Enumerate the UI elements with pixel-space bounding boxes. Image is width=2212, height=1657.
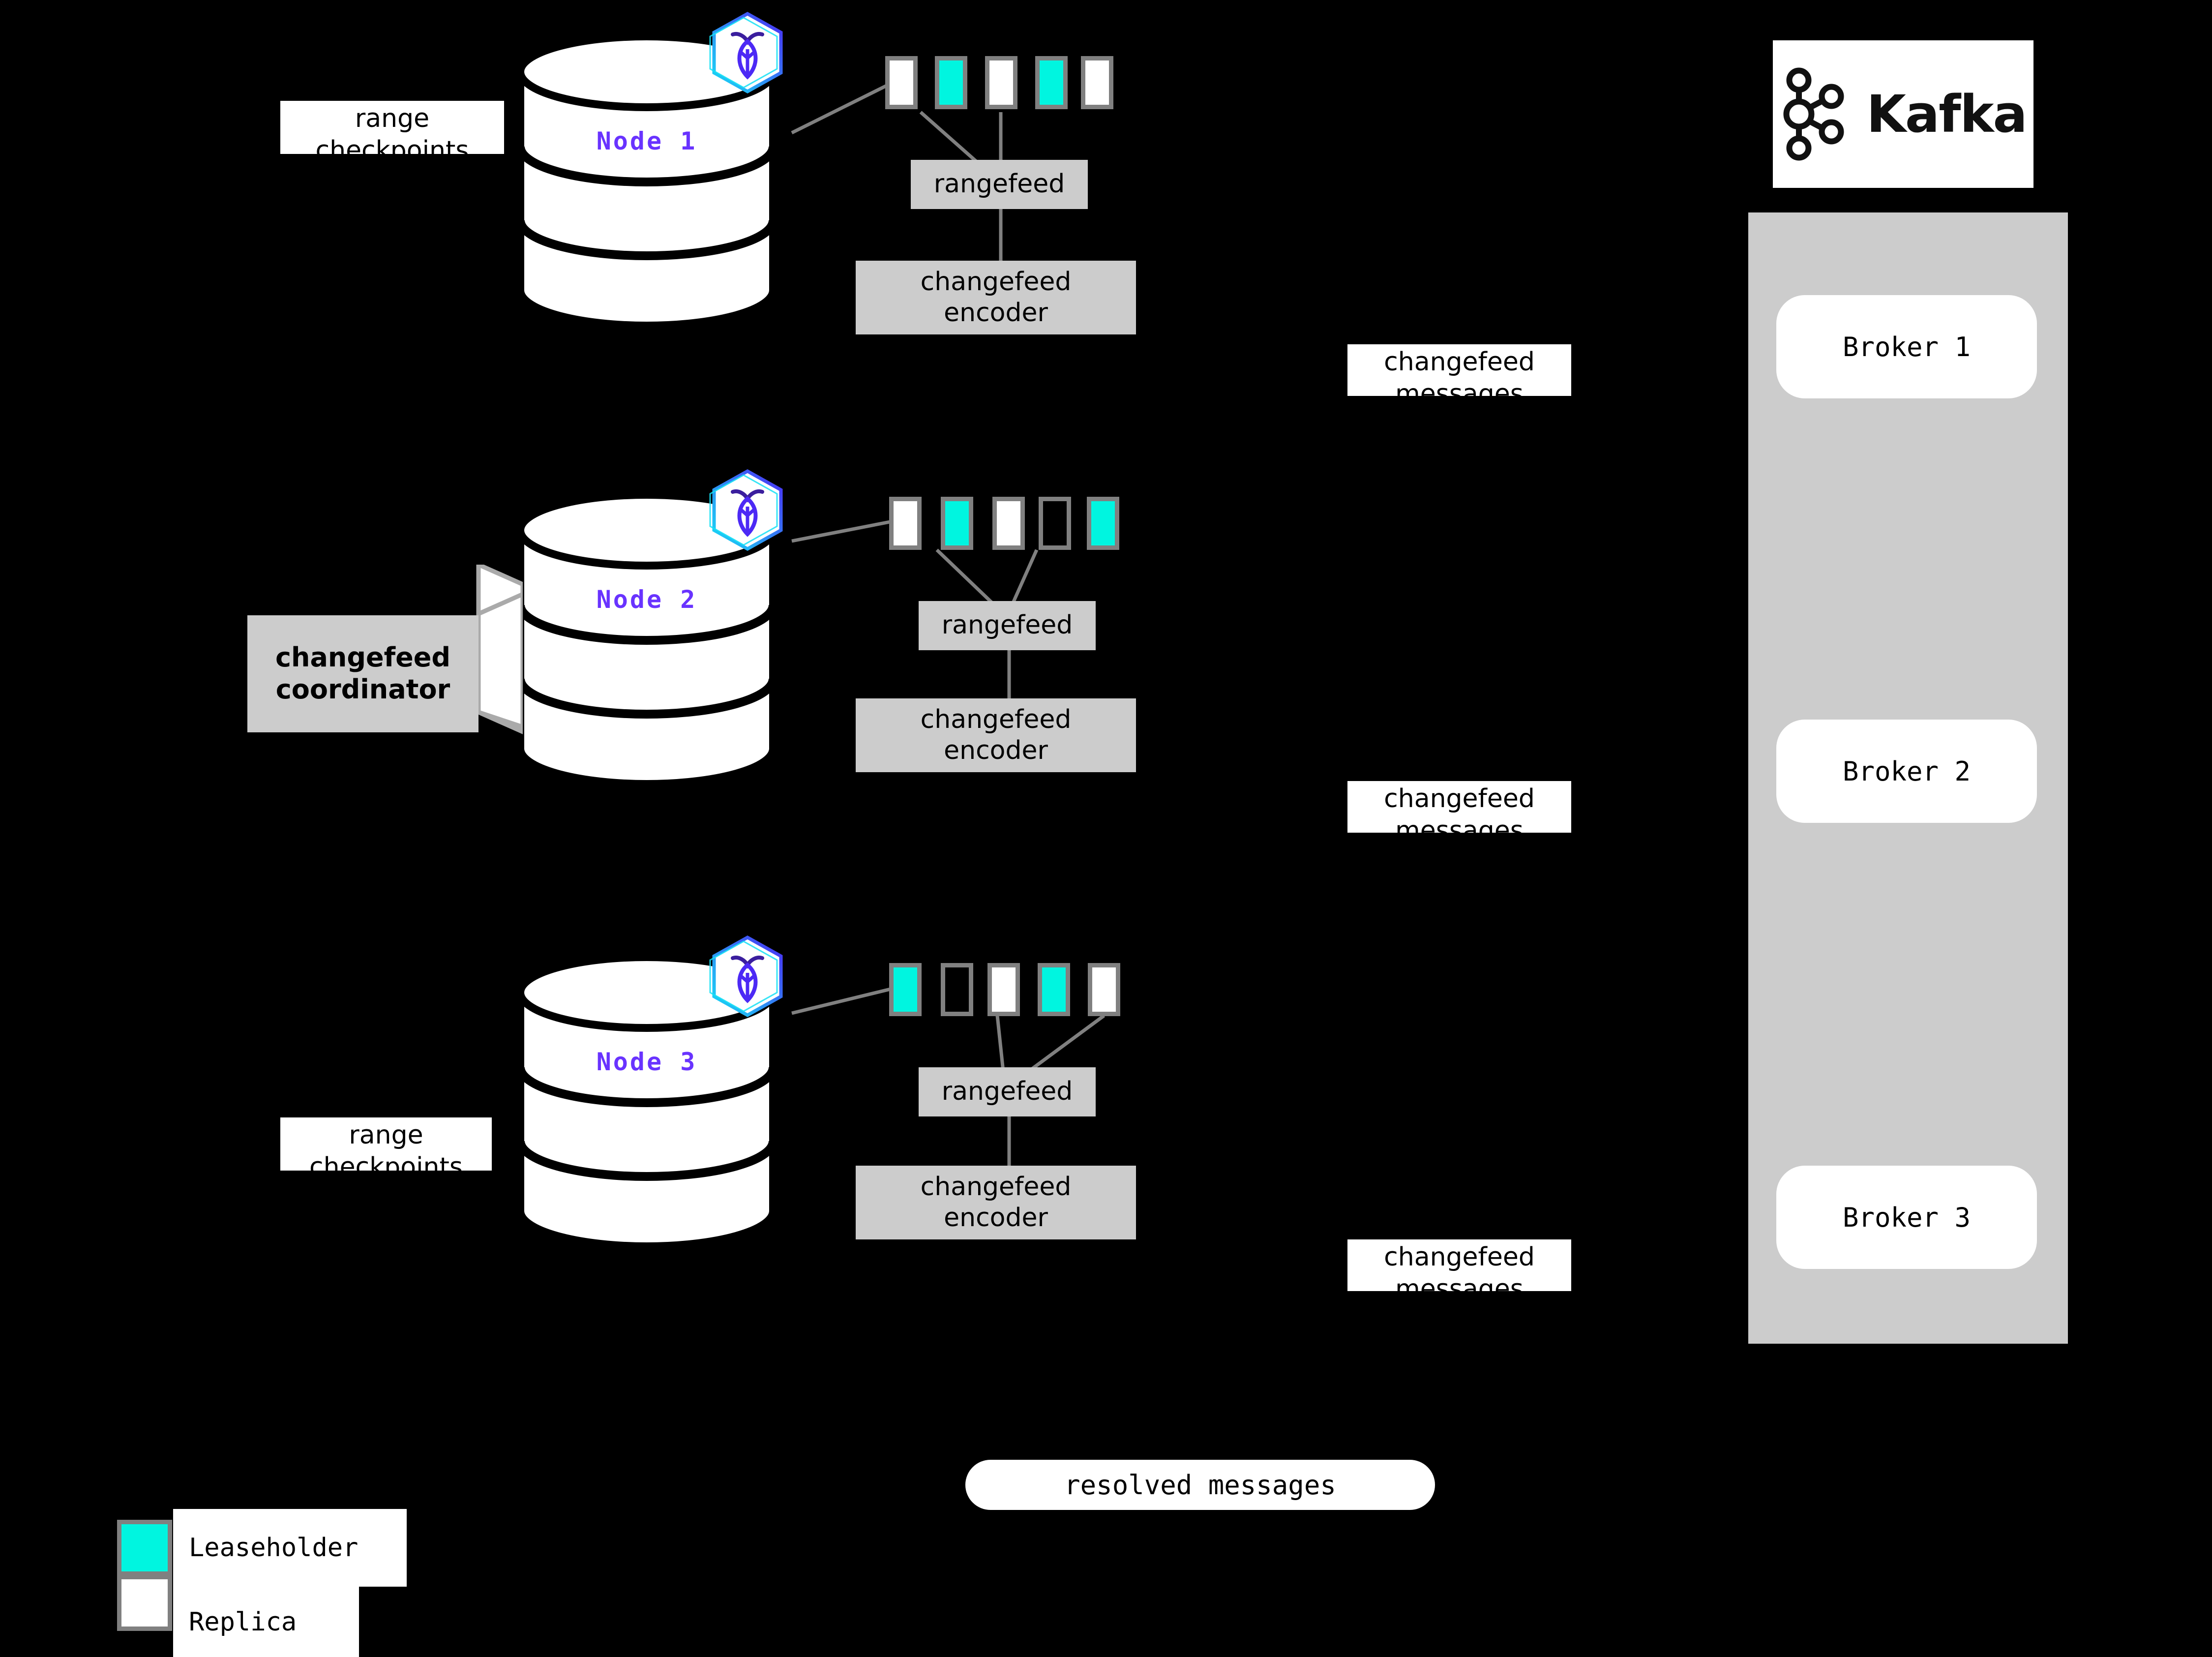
- range-replica: [987, 963, 1020, 1016]
- rangefeed-box: rangefeed: [911, 160, 1088, 209]
- broker-1[interactable]: Broker 1: [1776, 295, 2037, 398]
- messages-line1: changefeed: [1384, 1242, 1535, 1272]
- range-leaseholder: [1087, 497, 1119, 550]
- kafka-logo-box: Kafka: [1773, 40, 2033, 188]
- node-3-label: Node 3: [596, 1048, 697, 1076]
- legend-label-leaseholder: Leaseholder: [173, 1509, 407, 1587]
- broker-2[interactable]: Broker 2: [1776, 720, 2037, 823]
- kafka-logo-icon: [1780, 65, 1853, 163]
- changefeed-encoder-box: changefeed encoder: [856, 1166, 1136, 1239]
- rangefeed-box: rangefeed: [919, 601, 1096, 650]
- broker-1-label: Broker 1: [1842, 331, 1971, 362]
- range-checkpoints-label: range checkpoints: [280, 101, 504, 165]
- broker-3-label: Broker 3: [1842, 1202, 1971, 1233]
- changefeed-messages-label: changefeed messages: [1347, 1239, 1571, 1304]
- encoder-label-line1: changefeed: [920, 267, 1072, 297]
- rangefeed-label: rangefeed: [941, 1077, 1073, 1107]
- node-2-label: Node 2: [596, 585, 697, 614]
- resolved-messages-label: resolved messages: [1064, 1469, 1336, 1501]
- messages-line2: messages: [1395, 816, 1524, 845]
- changefeed-coordinator: changefeed coordinator: [247, 565, 523, 752]
- encoder-label-line2: encoder: [944, 1203, 1048, 1233]
- coordinator-line1: changefeed: [275, 642, 450, 673]
- range-replica: [992, 497, 1025, 550]
- range-replica: [1088, 963, 1120, 1016]
- messages-line1: changefeed: [1384, 784, 1535, 813]
- changefeed-messages-label: changefeed messages: [1347, 344, 1571, 409]
- encoder-label-line2: encoder: [944, 736, 1048, 765]
- changefeed-encoder-box: changefeed encoder: [856, 261, 1136, 334]
- encoder-label-line2: encoder: [944, 298, 1048, 328]
- range-empty: [1039, 497, 1071, 550]
- range-replica: [885, 56, 918, 109]
- broker-3[interactable]: Broker 3: [1776, 1166, 2037, 1269]
- range-replica: [1081, 56, 1113, 109]
- range-leaseholder: [941, 497, 973, 550]
- legend-item-label: Replica: [189, 1607, 297, 1637]
- changefeed-messages-label: changefeed messages: [1347, 781, 1571, 845]
- legend-item-label: Leaseholder: [189, 1533, 359, 1563]
- changefeed-encoder-box: changefeed encoder: [856, 698, 1136, 772]
- changefeed-coordinator-box: changefeed coordinator: [247, 615, 478, 732]
- legend-swatch-leaseholder: [117, 1520, 172, 1576]
- range-leaseholder: [889, 963, 922, 1016]
- range-leaseholder: [1035, 56, 1068, 109]
- checkpoints-line2: checkpoints: [315, 136, 469, 165]
- checkpoints-line2: checkpoints: [309, 1152, 463, 1182]
- range-leaseholder: [935, 56, 967, 109]
- node-2-cylinder: Node 2: [516, 487, 777, 792]
- range-empty: [941, 963, 973, 1016]
- messages-line1: changefeed: [1384, 347, 1535, 377]
- rangefeed-box: rangefeed: [919, 1067, 1096, 1116]
- kafka-wordmark: Kafka: [1866, 84, 2027, 144]
- messages-line2: messages: [1395, 379, 1524, 409]
- broker-2-label: Broker 2: [1842, 755, 1971, 787]
- node-1-label: Node 1: [596, 127, 697, 155]
- legend-swatch-replica: [117, 1575, 172, 1631]
- resolved-messages-pill: resolved messages: [965, 1460, 1435, 1510]
- range-replica: [985, 56, 1017, 109]
- checkpoints-line1: range: [355, 104, 430, 133]
- cockroachdb-hexagon-icon: [708, 934, 787, 1018]
- cockroachdb-hexagon-icon: [708, 11, 787, 94]
- checkpoints-line1: range: [349, 1120, 423, 1150]
- messages-line2: messages: [1395, 1274, 1524, 1304]
- cockroachdb-hexagon-icon: [708, 468, 787, 552]
- rangefeed-label: rangefeed: [933, 169, 1065, 199]
- range-leaseholder: [1038, 963, 1070, 1016]
- legend-label-replica: Replica: [173, 1587, 359, 1657]
- range-checkpoints-label: range checkpoints: [280, 1117, 492, 1182]
- encoder-label-line1: changefeed: [920, 1172, 1072, 1202]
- encoder-label-line1: changefeed: [920, 704, 1072, 734]
- range-replica: [889, 497, 922, 550]
- rangefeed-label: rangefeed: [941, 610, 1073, 640]
- coordinator-line2: coordinator: [275, 674, 450, 705]
